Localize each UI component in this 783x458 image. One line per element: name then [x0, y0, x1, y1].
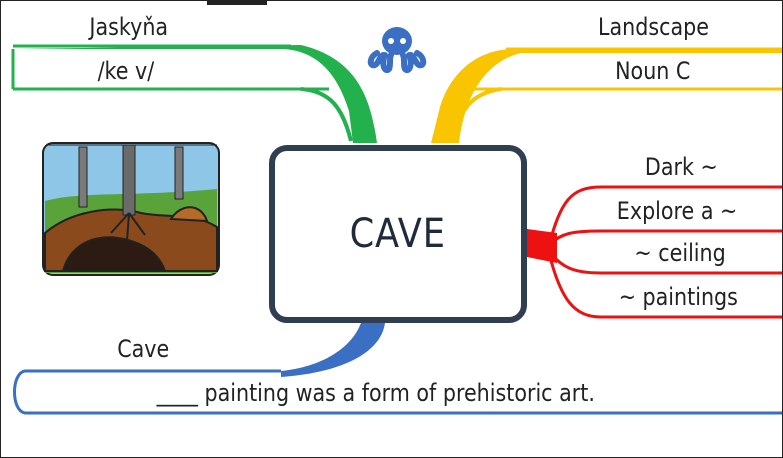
- red-line-3: [547, 250, 782, 275]
- red-item-4: ~ paintings: [618, 283, 738, 311]
- yellow-label: Landscape: [598, 13, 709, 41]
- blue-label: Cave: [117, 335, 170, 363]
- green-curve-2: [300, 87, 353, 142]
- yellow-detail: Noun C: [615, 57, 691, 85]
- red-item-2: Explore a ~: [616, 197, 738, 225]
- red-line-2: [547, 229, 782, 247]
- red-item-1: Dark ~: [644, 153, 718, 181]
- red-line-4: [547, 252, 782, 319]
- central-topic: CAVE: [269, 145, 527, 323]
- yellow-branch: [431, 49, 782, 143]
- blue-outline: [13, 369, 782, 415]
- blue-branch: [281, 323, 385, 377]
- red-item-3: ~ ceiling: [634, 239, 726, 267]
- octopus-icon: [367, 27, 427, 73]
- central-topic-label: CAVE: [349, 211, 447, 257]
- cave-illustration: [42, 142, 220, 276]
- green-detail: /ke v/: [97, 57, 155, 85]
- yellow-curve-2: [451, 87, 502, 142]
- top-edge-fragment: [207, 1, 267, 5]
- red-line-1: [547, 185, 782, 246]
- blue-sentence: ____ painting was a form of prehistoric …: [156, 379, 595, 407]
- green-label: Jaskyňa: [89, 13, 169, 41]
